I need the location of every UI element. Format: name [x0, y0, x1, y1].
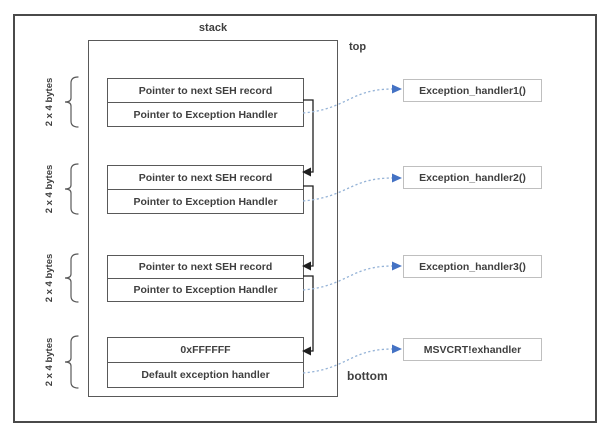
seh-record-3-handler-field: Pointer to Exception Handler	[133, 284, 278, 296]
seh-record-4-handler-field: Default exception handler	[141, 369, 270, 381]
stack-top-marker: top	[349, 41, 367, 53]
seh-record-group-4: 0xFFFFFF Default exception handler	[107, 337, 304, 388]
seh-record-group-3: Pointer to next SEH record Pointer to Ex…	[107, 255, 304, 302]
exception-handler3-box: Exception_handler3()	[403, 255, 542, 278]
stack-bottom-marker: bottom	[347, 369, 388, 383]
seh-record-2-next-field: Pointer to next SEH record	[108, 166, 303, 190]
seh-record-1-handler-field: Pointer to Exception Handler	[133, 108, 278, 121]
size-label-4: 2 x 4 bytes	[44, 337, 55, 387]
seh-record-2-handler-field: Pointer to Exception Handler	[133, 195, 278, 208]
seh-record-group-2: Pointer to next SEH record Pointer to Ex…	[107, 165, 304, 214]
size-label-3: 2 x 4 bytes	[44, 253, 55, 303]
exception-handler2-box: Exception_handler2()	[403, 166, 542, 189]
seh-record-group-1: Pointer to next SEH record Pointer to Ex…	[107, 78, 304, 127]
exception-handler1-box: Exception_handler1()	[403, 79, 542, 102]
stack-title: stack	[198, 22, 228, 34]
msvcrt-exhandler-box: MSVCRT!exhandler	[403, 338, 542, 361]
size-label-2: 2 x 4 bytes	[44, 164, 55, 214]
seh-record-4-next-field: 0xFFFFFF	[108, 338, 303, 363]
seh-record-1-next-field: Pointer to next SEH record	[108, 79, 303, 103]
seh-record-3-next-field: Pointer to next SEH record	[108, 256, 303, 279]
size-label-1: 2 x 4 bytes	[44, 77, 55, 127]
